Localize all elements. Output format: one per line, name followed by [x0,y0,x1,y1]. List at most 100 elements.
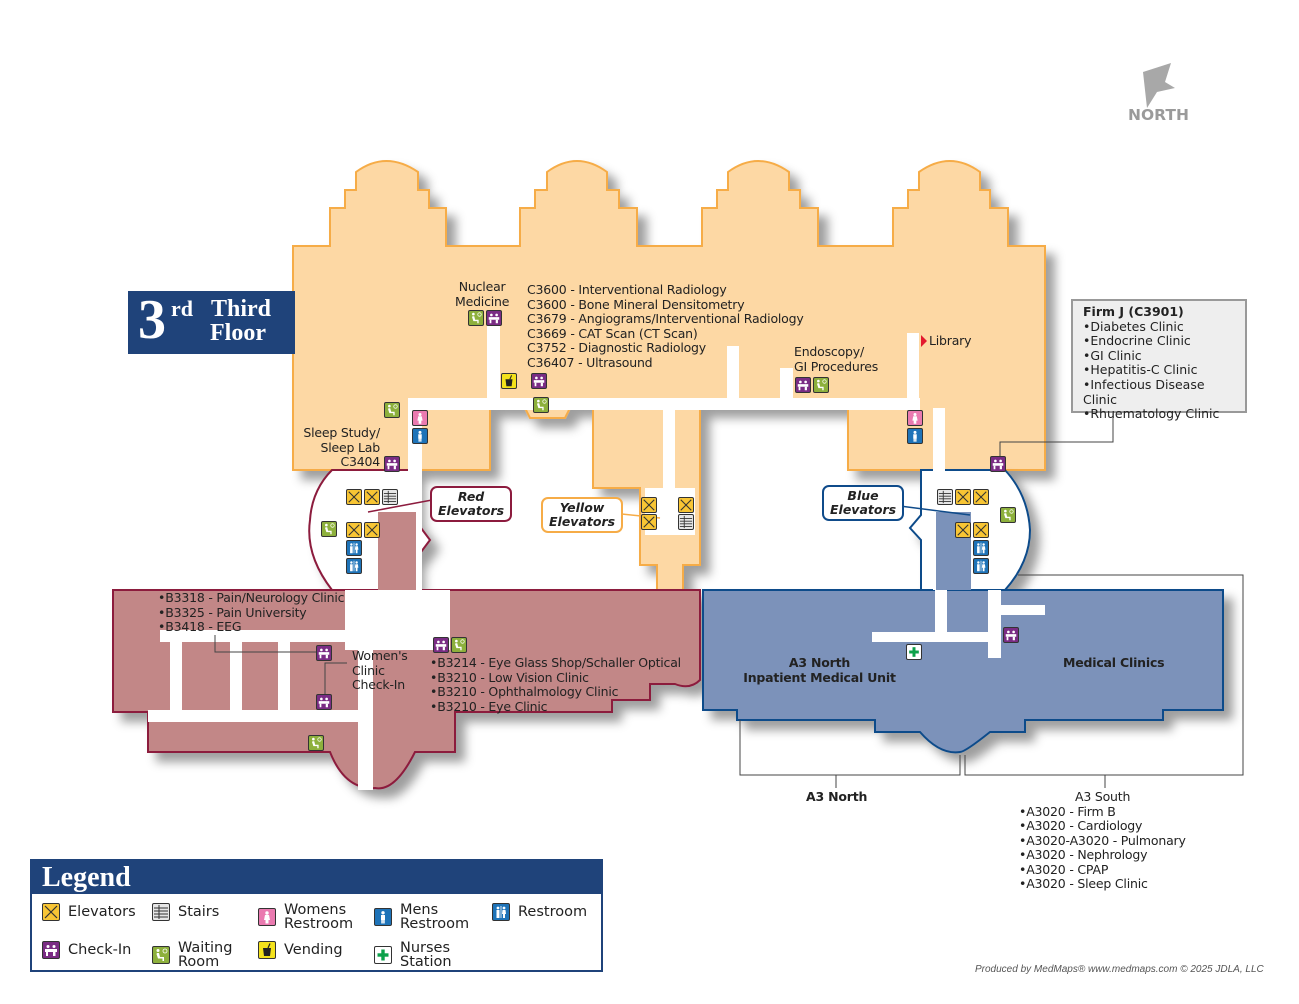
waiting-room-icon [152,946,170,964]
list-item: A3020 - Nephrology [1019,847,1186,863]
elevator-icon [364,489,380,505]
list-item: B3214 - Eye Glass Shop/Schaller Optical [430,655,681,671]
waiting-room-icon [813,377,829,393]
check-in-icon [1003,627,1019,643]
list-item: Endocrine Clinic [1083,334,1235,349]
waiting-room-icon [321,521,337,537]
list-item: Infectious Disease Clinic [1083,377,1235,407]
b-wing-west-list: B3318 - Pain/Neurology Clinic B3325 - Pa… [158,590,344,635]
label-line: Restroom [518,904,588,920]
label-line: C3404 [340,454,380,469]
label-line: Room [178,954,220,970]
elevator-icon [955,489,971,505]
womens-restroom-icon [907,410,923,426]
red-core [378,512,416,590]
legend-item: Stairs [152,903,219,921]
legend-item: Restroom [492,903,587,921]
label-line: Stairs [178,904,220,920]
library-label: Library [929,333,972,348]
legend-title: Legend [32,861,601,894]
list-item: A3020 - Firm B [1019,804,1186,820]
waiting-room-icon [384,402,400,418]
medical-clinics-label: Medical Clinics [1063,655,1165,670]
womens-restroom-icon [412,410,428,426]
label-line: Nurses [400,940,451,956]
north-label: NORTH [1128,106,1189,124]
womens-clinic-label: Women's Clinic Check-In [352,648,408,693]
nuclear-medicine-label: Nuclear Medicine [455,279,509,309]
callout-line: Elevators [830,502,897,517]
label-line: Station [400,954,452,970]
label-line: Sleep Lab [320,439,381,455]
list-item: A3020 - Cardiology [1019,818,1186,834]
library-arrow-icon [921,335,927,347]
elevator-icon [973,489,989,505]
label-line: Waiting [178,940,233,956]
blue-elevators-callout: Blue Elevators [822,485,905,521]
list-item: C3752 - Diagnostic Radiology [527,340,706,355]
list-item: B3210 - Low Vision Clinic [430,670,681,686]
firm-j-title: Firm J (C3901) [1083,304,1184,319]
radiology-services-list: C3600 - Interventional Radiology C3600 -… [527,282,804,370]
north-arrow-icon [1143,63,1175,108]
elevator-icon [346,489,362,505]
legend-item-label: Vending [284,942,343,958]
label-line: A3 North [788,655,851,670]
floor-suffix: rd [171,296,193,321]
stairs-icon [937,489,953,505]
vending-icon [258,941,276,959]
callout-line: Elevators [438,503,505,518]
waiting-room-icon [451,637,467,653]
list-item: C3679 - Angiograms/Interventional Radiol… [527,311,804,326]
label-line: Womens [284,902,347,918]
label-line: GI Procedures [794,358,879,374]
check-in-icon [990,456,1006,472]
a3-north-label: A3 North [806,789,868,804]
check-in-icon [795,377,811,393]
label-line: Elevators [68,904,136,920]
floor-title-line1: Third [211,296,272,322]
list-item: B3325 - Pain University [158,605,344,621]
list-item: B3418 - EEG [158,619,344,635]
a3-south-block: A3 South A3020 - Firm B A3020 - Cardiolo… [1019,789,1186,892]
stairs-icon [382,489,398,505]
label-line: Vending [284,942,343,958]
north-indicator: NORTH [1120,60,1190,130]
elevator-icon [42,903,60,921]
a3-south-list: A3020 - Firm B A3020 - Cardiology A3020-… [1019,804,1186,892]
label-line: Check-In [68,942,132,958]
stairs-icon [152,903,170,921]
credit-line: Produced by MedMaps® www.medmaps.com © 2… [975,964,1264,975]
restroom-icon [973,540,989,556]
legend-item-label: Stairs [178,904,220,920]
check-in-icon [486,310,502,326]
callout-line: Elevators [549,514,616,529]
waiting-room-icon [533,397,549,413]
callout-line: Blue [847,488,879,503]
elevator-icon [973,522,989,538]
nurses-station-icon [906,644,922,660]
sleep-study-label: Sleep Study/ Sleep Lab C3404 [298,425,381,470]
firm-j-list: Diabetes Clinic Endocrine Clinic GI Clin… [1083,319,1235,422]
label-line: Restroom [400,916,470,932]
firm-j-box: Firm J (C3901) Diabetes Clinic Endocrine… [1071,299,1247,421]
elevator-icon [955,522,971,538]
check-in-icon [316,645,332,661]
list-item: GI Clinic [1083,348,1235,364]
b-wing-east-list: B3214 - Eye Glass Shop/Schaller Optical … [430,655,681,714]
label-line: Clinic [352,662,385,678]
list-item: A3020 - Sleep Clinic [1019,876,1186,892]
womens-restroom-icon [258,908,276,926]
legend-item: Elevators [42,903,136,921]
elevator-icon [678,497,694,513]
waiting-room-icon [1000,507,1016,523]
check-in-icon [42,941,60,959]
waiting-room-icon [468,310,484,326]
check-in-icon [384,456,400,472]
label-line: Sleep Study/ [303,425,380,440]
list-item: C3669 - CAT Scan (CT Scan) [527,325,698,341]
